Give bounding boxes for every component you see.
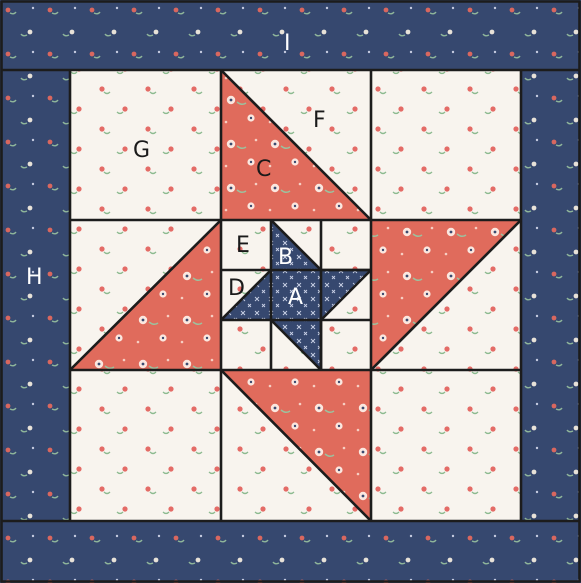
- label-d: D: [228, 276, 245, 301]
- label-f: F: [313, 108, 326, 133]
- label-i: I: [284, 31, 291, 56]
- label-e: E: [236, 233, 250, 258]
- label-a: A: [288, 285, 303, 310]
- label-c: C: [256, 157, 271, 182]
- label-g: G: [133, 138, 150, 163]
- label-b: B: [278, 245, 293, 270]
- label-h: H: [26, 265, 43, 290]
